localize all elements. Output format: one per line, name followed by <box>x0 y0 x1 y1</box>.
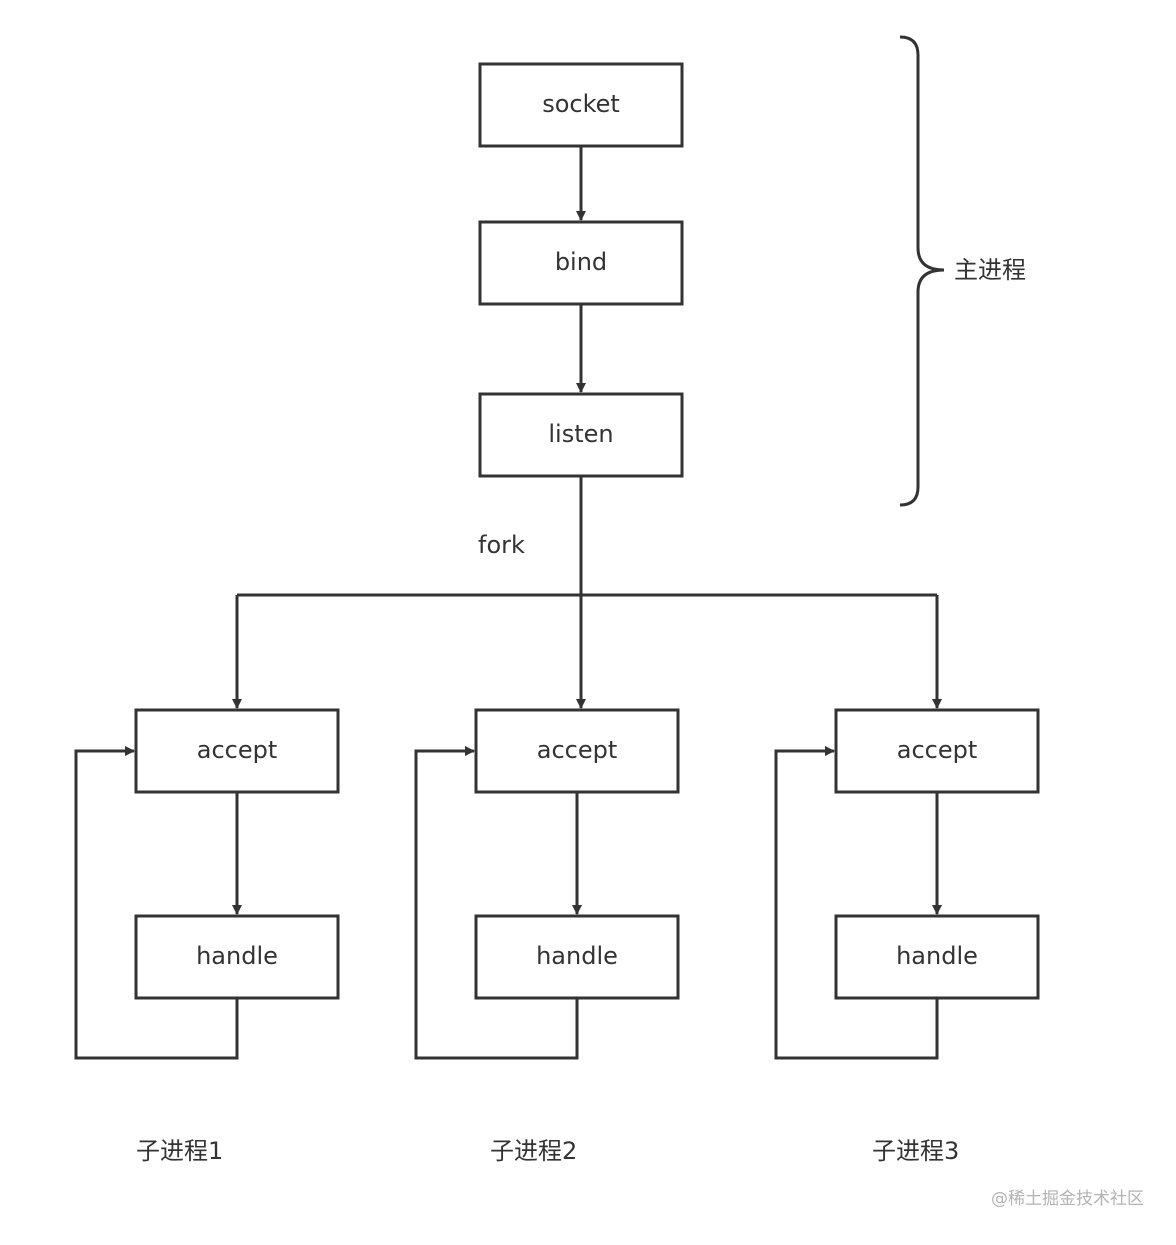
child-1-label: 子进程1 <box>136 1137 223 1165</box>
child-2-handle-label: handle <box>536 942 618 970</box>
child-3-handle-label: handle <box>896 942 978 970</box>
child-2-loop <box>414 746 579 1060</box>
child-1-accept-label: accept <box>197 736 278 764</box>
socket-label: socket <box>542 90 620 118</box>
child-2-label: 子进程2 <box>490 1137 577 1165</box>
child-3-loop <box>774 746 939 1060</box>
child-3-label: 子进程3 <box>872 1137 959 1165</box>
main-process-brace <box>899 35 945 507</box>
watermark: @稀土掘金技术社区 <box>991 1189 1144 1209</box>
fork-label: fork <box>478 531 525 559</box>
child-2-accept-label: accept <box>537 736 618 764</box>
main-process-label: 主进程 <box>954 256 1026 284</box>
bind-label: bind <box>555 248 607 276</box>
child-1-loop <box>74 746 239 1060</box>
child-3-accept-label: accept <box>897 736 978 764</box>
listen-label: listen <box>548 420 613 448</box>
child-1-handle-label: handle <box>196 942 278 970</box>
